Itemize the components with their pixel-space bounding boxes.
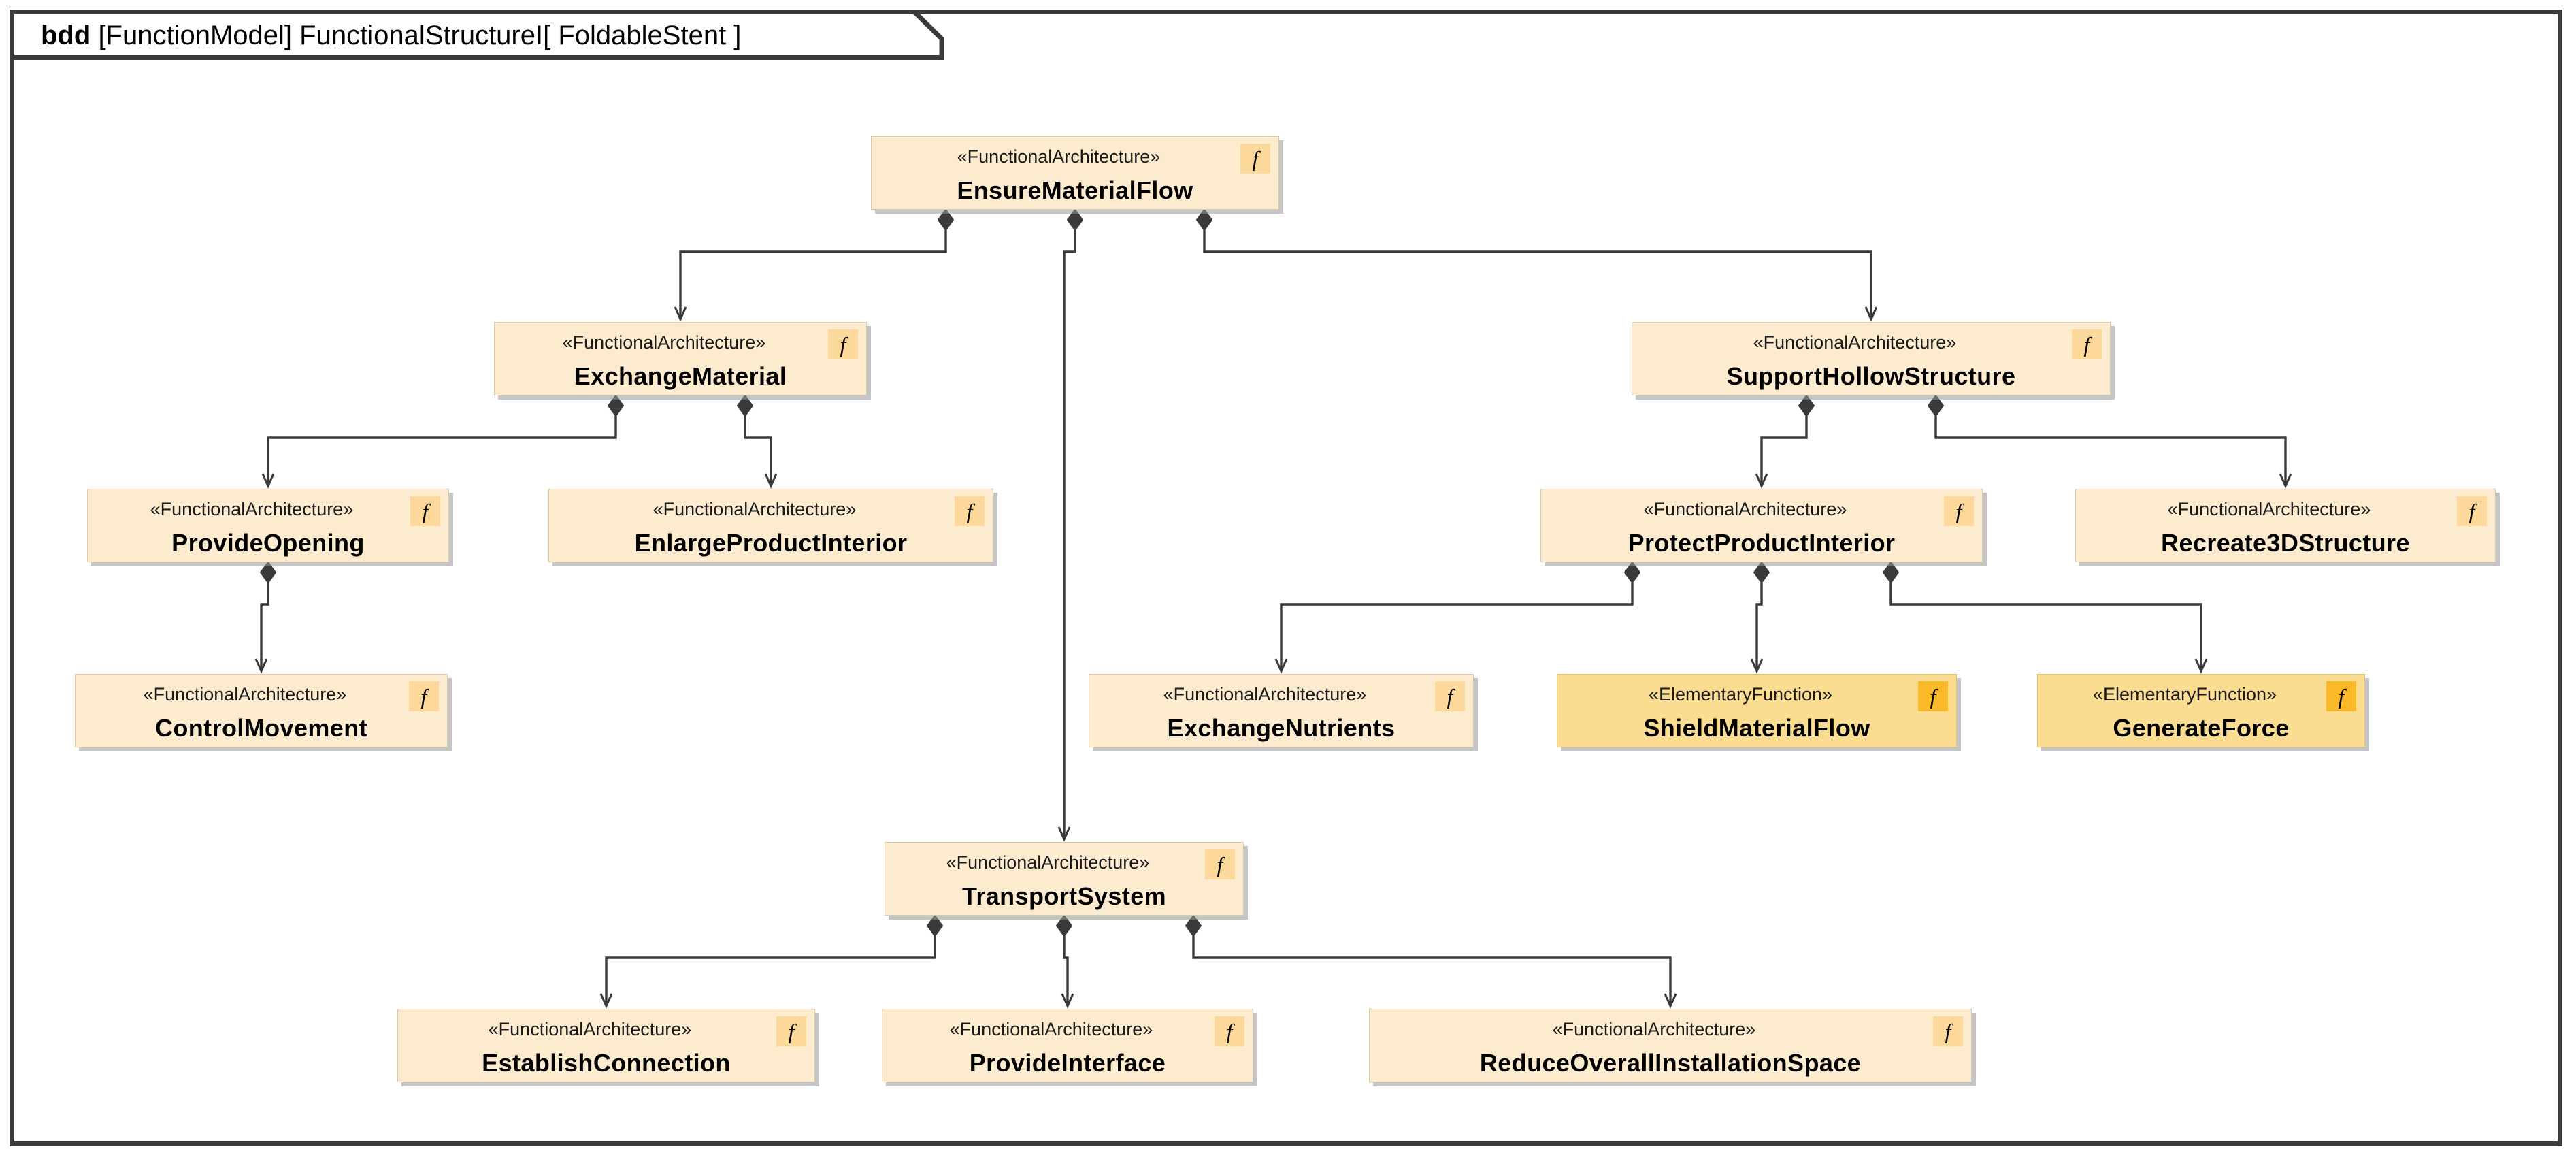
block-TransportSystem[interactable]: «FunctionalArchitecture» TransportSystem f bbox=[885, 842, 1244, 916]
block-name: ProtectProductInterior bbox=[1628, 529, 1896, 557]
block-EnsureMaterialFlow[interactable]: «FunctionalArchitecture» EnsureMaterialFl… bbox=[871, 136, 1279, 210]
block-name: ShieldMaterialFlow bbox=[1643, 714, 1870, 742]
diagram-frame bbox=[10, 10, 2562, 1146]
block-stereotype: «FunctionalArchitecture» bbox=[946, 852, 1150, 873]
block-EstablishConnection[interactable]: «FunctionalArchitecture» EstablishConnect… bbox=[397, 1009, 815, 1082]
block-name: ControlMovement bbox=[155, 714, 367, 742]
block-GenerateForce[interactable]: «ElementaryFunction» GenerateForce f bbox=[2037, 674, 2365, 747]
block-name: EnlargeProductInterior bbox=[634, 529, 908, 557]
function-badge-icon: f bbox=[1933, 1016, 1963, 1046]
block-stereotype: «FunctionalArchitecture» bbox=[1163, 684, 1367, 705]
diagram-context: [ FoldableStent ] bbox=[543, 20, 742, 50]
block-stereotype: «FunctionalArchitecture» bbox=[1643, 499, 1847, 519]
block-ControlMovement[interactable]: «FunctionalArchitecture» ControlMovement f bbox=[75, 674, 448, 747]
diagram-name: FunctionalStructureI bbox=[299, 20, 544, 50]
function-badge-icon: f bbox=[1435, 681, 1465, 711]
block-stereotype: «FunctionalArchitecture» bbox=[957, 146, 1161, 167]
block-ReduceOverallInstallationSpace[interactable]: «FunctionalArchitecture» ReduceOverallIns… bbox=[1369, 1009, 1972, 1082]
block-stereotype: «FunctionalArchitecture» bbox=[949, 1019, 1153, 1039]
function-badge-icon: f bbox=[955, 496, 985, 526]
block-name: ReduceOverallInstallationSpace bbox=[1479, 1049, 1862, 1077]
block-name: SupportHollowStructure bbox=[1726, 362, 2016, 390]
block-SupportHollowStructure[interactable]: «FunctionalArchitecture» SupportHollowStr… bbox=[1632, 322, 2111, 395]
function-badge-icon: f bbox=[1240, 144, 1270, 174]
block-ProvideOpening[interactable]: «FunctionalArchitecture» ProvideOpening f bbox=[87, 489, 449, 562]
diagram-title-tab: bdd [FunctionModel] FunctionalStructureI… bbox=[10, 10, 955, 60]
block-stereotype: «ElementaryFunction» bbox=[2092, 684, 2277, 705]
block-stereotype: «FunctionalArchitecture» bbox=[653, 499, 857, 519]
block-name: Recreate3DStructure bbox=[2161, 529, 2410, 557]
function-badge-icon: f bbox=[1215, 1016, 1244, 1046]
block-ShieldMaterialFlow[interactable]: «ElementaryFunction» ShieldMaterialFlow f bbox=[1557, 674, 1957, 747]
block-name: ExchangeMaterial bbox=[574, 362, 787, 390]
diagram-model-name: [FunctionModel] bbox=[98, 20, 293, 50]
block-ExchangeNutrients[interactable]: «FunctionalArchitecture» ExchangeNutrient… bbox=[1089, 674, 1474, 747]
block-stereotype: «FunctionalArchitecture» bbox=[1552, 1019, 1756, 1039]
block-stereotype: «FunctionalArchitecture» bbox=[150, 499, 354, 519]
function-badge-icon: f bbox=[2326, 681, 2356, 711]
block-stereotype: «FunctionalArchitecture» bbox=[143, 684, 347, 705]
block-stereotype: «FunctionalArchitecture» bbox=[2167, 499, 2371, 519]
title-tab-shape bbox=[10, 10, 944, 60]
block-Recreate3DStructure[interactable]: «FunctionalArchitecture» Recreate3DStruct… bbox=[2075, 489, 2496, 562]
function-badge-icon: f bbox=[1918, 681, 1948, 711]
block-stereotype: «ElementaryFunction» bbox=[1648, 684, 1833, 705]
function-badge-icon: f bbox=[409, 681, 439, 711]
block-ProvideInterface[interactable]: «FunctionalArchitecture» ProvideInterface… bbox=[882, 1009, 1253, 1082]
block-stereotype: «FunctionalArchitecture» bbox=[1753, 332, 1957, 353]
block-name: ExchangeNutrients bbox=[1167, 714, 1396, 742]
block-ProtectProductInterior[interactable]: «FunctionalArchitecture» ProtectProductIn… bbox=[1540, 489, 1983, 562]
block-name: ProvideOpening bbox=[171, 529, 365, 557]
block-stereotype: «FunctionalArchitecture» bbox=[488, 1019, 692, 1039]
block-name: GenerateForce bbox=[2113, 714, 2290, 742]
function-badge-icon: f bbox=[828, 329, 858, 359]
block-EnlargeProductInterior[interactable]: «FunctionalArchitecture» EnlargeProductIn… bbox=[548, 489, 993, 562]
block-stereotype: «FunctionalArchitecture» bbox=[562, 332, 766, 353]
block-name: EstablishConnection bbox=[482, 1049, 731, 1077]
diagram-kind-keyword: bdd bbox=[41, 20, 91, 50]
block-name: EnsureMaterialFlow bbox=[957, 176, 1193, 204]
page-title: bdd [FunctionModel] FunctionalStructureI… bbox=[41, 19, 741, 52]
function-badge-icon: f bbox=[2457, 496, 2487, 526]
block-name: ProvideInterface bbox=[969, 1049, 1166, 1077]
function-badge-icon: f bbox=[410, 496, 440, 526]
function-badge-icon: f bbox=[2072, 329, 2102, 359]
block-name: TransportSystem bbox=[961, 882, 1167, 910]
function-badge-icon: f bbox=[1944, 496, 1974, 526]
function-badge-icon: f bbox=[1205, 849, 1235, 879]
block-ExchangeMaterial[interactable]: «FunctionalArchitecture» ExchangeMaterial… bbox=[494, 322, 867, 395]
function-badge-icon: f bbox=[776, 1016, 806, 1046]
